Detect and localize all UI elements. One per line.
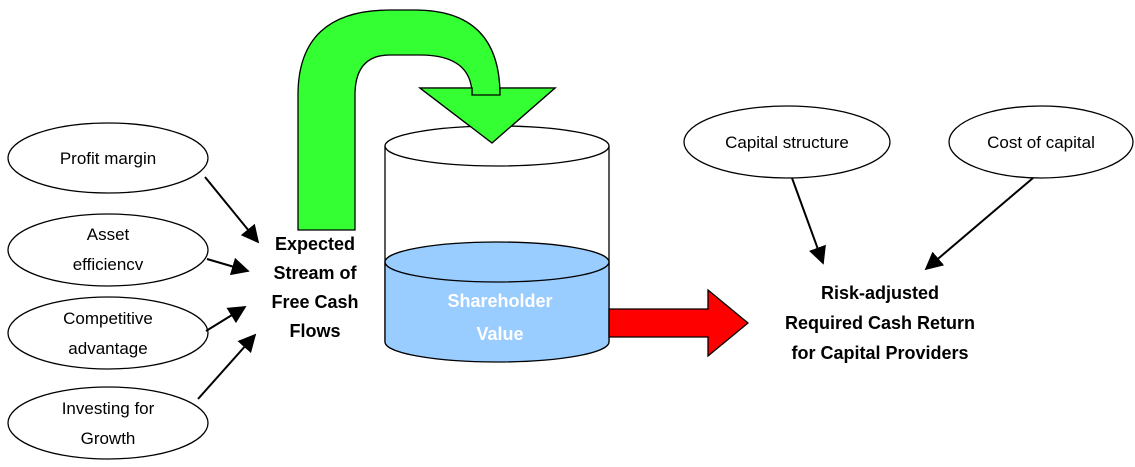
driver-profit-margin: Profit margin (7, 122, 209, 194)
shareholder-value-line-1: Shareholder (447, 291, 552, 311)
liquid-surface (384, 241, 610, 283)
driver-label: Competitive (63, 309, 153, 328)
oval (948, 105, 1134, 179)
driver-label: Investing for (62, 399, 155, 418)
driver-label: Profit margin (60, 149, 156, 168)
required-return-label: Risk-adjusted Required Cash Return for C… (785, 283, 975, 363)
cost-of-capital: Cost of capital (948, 105, 1134, 179)
cash-flows-label: Expected Stream of Free Cash Flows (271, 234, 358, 341)
oval (7, 296, 209, 370)
capital-arrow (924, 177, 1034, 271)
oval (683, 105, 891, 179)
cash-flows-line-3: Free Cash (271, 292, 358, 312)
driver-asset-efficiency: Asset efficiencv (7, 213, 209, 287)
driver-arrow (204, 176, 260, 244)
driver-arrow (197, 333, 257, 400)
oval (7, 213, 209, 287)
cash-flows-line-2: Stream of (273, 263, 357, 283)
required-return-line-2: Required Cash Return (785, 313, 975, 333)
cash-flows-line-4: Flows (289, 321, 340, 341)
shareholder-value-cylinder: Shareholder Value (384, 87, 610, 363)
capital-structure: Capital structure (683, 105, 891, 179)
cylinder-liquid (384, 261, 610, 363)
required-return-line-1: Risk-adjusted (821, 283, 939, 303)
oval (7, 122, 209, 194)
driver-label: Growth (81, 429, 136, 448)
driver-arrow (205, 306, 247, 332)
driver-investing-for-growth: Investing for Growth (7, 386, 209, 460)
shareholder-value-line-2: Value (476, 324, 523, 344)
capital-label: Capital structure (725, 133, 849, 152)
driver-arrow (206, 257, 250, 276)
cash-flows-line-1: Expected (275, 234, 355, 254)
capital-label: Cost of capital (987, 133, 1095, 152)
oval (7, 386, 209, 460)
required-return-arrow (608, 288, 750, 358)
required-return-line-3: for Capital Providers (791, 343, 968, 363)
driver-competitive-advantage: Competitive advantage (7, 296, 209, 370)
driver-label: Asset (87, 225, 130, 244)
driver-label: efficiencv (73, 255, 144, 274)
driver-label: advantage (68, 339, 147, 358)
capital-arrow (791, 177, 826, 265)
